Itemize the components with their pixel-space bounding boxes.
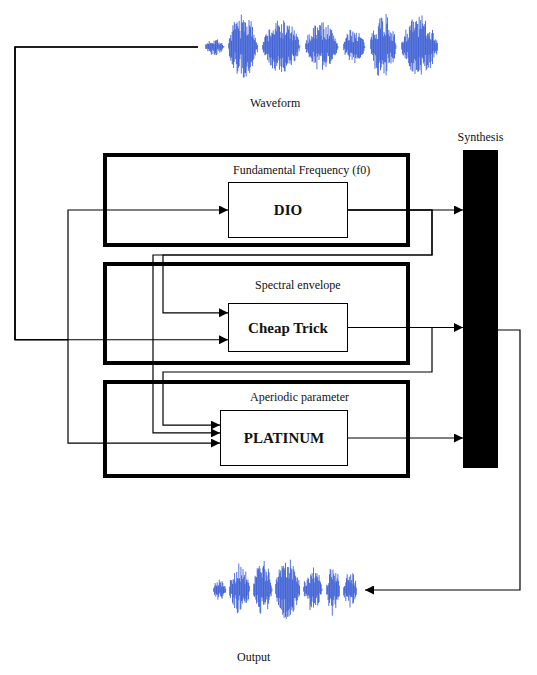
process-box: PLATINUM — [220, 410, 348, 466]
figure-label: Output — [237, 650, 270, 664]
input-waveform — [205, 14, 437, 78]
synthesis-bar: Synthesis — [463, 150, 498, 468]
output-figure: Output — [205, 548, 365, 666]
block-heading: Synthesis — [457, 130, 503, 144]
parameter-band: Aperiodic parameterPLATINUM — [103, 380, 410, 478]
process-label: Cheap Trick — [248, 321, 328, 335]
process-label: PLATINUM — [244, 431, 325, 445]
parameter-band: Fundamental Frequency (f0) DIO — [103, 153, 410, 247]
flow-arrow — [348, 437, 463, 438]
band-heading: Spectral envelope — [255, 278, 341, 292]
figure-label: Waveform — [250, 96, 300, 110]
process-box: DIO — [228, 182, 348, 238]
output-waveform — [213, 560, 357, 619]
flow-arrow — [15, 47, 228, 340]
flow-arrow — [15, 47, 228, 340]
band-heading: Fundamental Frequency (f0) — [233, 163, 370, 177]
parameter-band: Spectral envelopeCheap Trick — [103, 262, 410, 365]
band-heading: Aperiodic parameter — [250, 390, 349, 404]
process-box: Cheap Trick — [228, 303, 348, 352]
waveform-figure: Waveform — [198, 4, 448, 112]
process-label: DIO — [274, 203, 302, 217]
